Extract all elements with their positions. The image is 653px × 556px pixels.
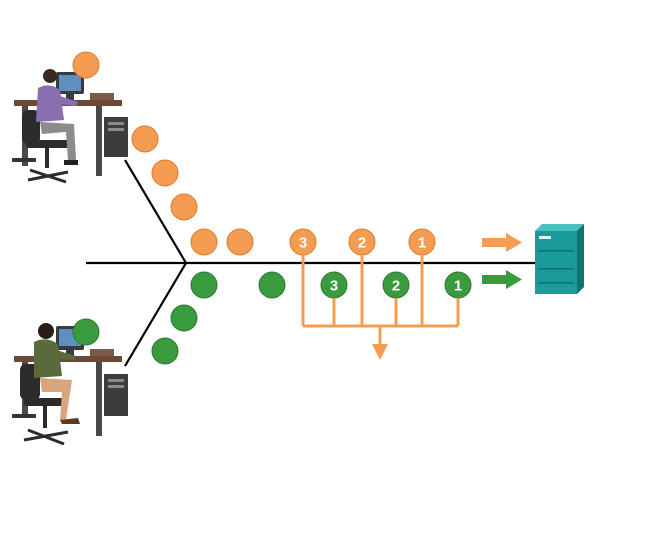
network-lines	[86, 159, 537, 367]
green-packets	[72, 271, 286, 365]
green-packet-dot	[190, 271, 218, 299]
woman-at-computer-green-icon	[12, 323, 128, 446]
svg-text:3: 3	[330, 278, 338, 295]
orange-packet-1: 1	[408, 228, 436, 256]
orange-packet-dot	[131, 125, 159, 153]
orange-packet-dot	[151, 159, 179, 187]
svg-text:2: 2	[358, 235, 366, 252]
packet-group-bracket	[301, 255, 460, 348]
numbered-green-packets: 3 2 1	[320, 271, 472, 299]
green-packet-dot	[258, 271, 286, 299]
server-icon	[535, 224, 584, 294]
bracket-arrowhead-icon	[372, 344, 388, 360]
orange-packet-dot	[190, 228, 218, 256]
orange-packet-dot	[72, 51, 100, 79]
svg-text:1: 1	[454, 278, 462, 295]
bottom-branch-line	[124, 262, 187, 367]
numbered-orange-packets: 3 2 1	[289, 228, 436, 256]
green-packet-3: 3	[320, 271, 348, 299]
orange-packets	[72, 51, 254, 256]
svg-text:3: 3	[299, 235, 307, 252]
green-packet-dot	[170, 304, 198, 332]
green-packet-1: 1	[444, 271, 472, 299]
green-arrow-icon	[482, 270, 522, 289]
top-branch-line	[124, 159, 187, 264]
svg-text:2: 2	[392, 278, 400, 295]
green-packet-dot	[151, 337, 179, 365]
orange-arrow-icon	[482, 233, 522, 252]
orange-packet-dot	[170, 193, 198, 221]
svg-text:1: 1	[418, 235, 426, 252]
green-packet-dot	[72, 318, 100, 346]
orange-packet-3: 3	[289, 228, 317, 256]
top-user-workstation	[12, 69, 128, 184]
orange-packet-dot	[226, 228, 254, 256]
woman-at-computer-purple-icon	[12, 69, 128, 184]
green-packet-2: 2	[382, 271, 410, 299]
orange-packet-2: 2	[348, 228, 376, 256]
bottom-user-workstation	[12, 323, 128, 446]
